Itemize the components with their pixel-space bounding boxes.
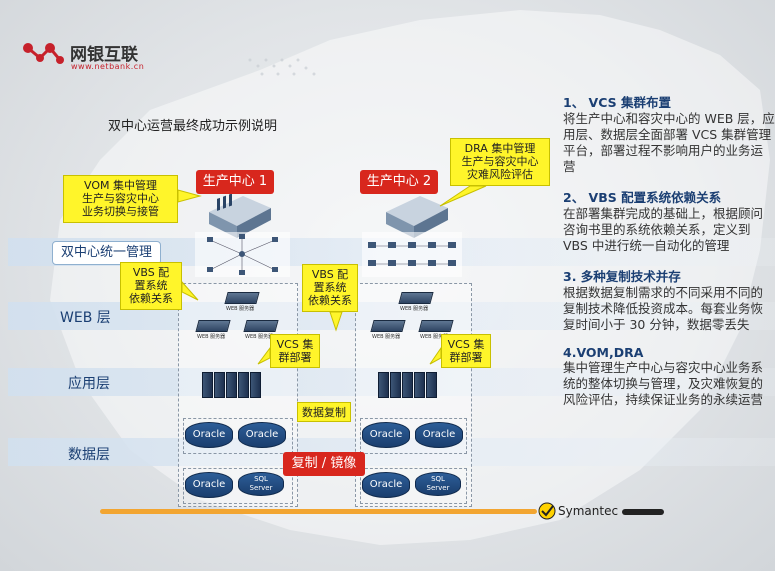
building-2-icon	[386, 196, 448, 238]
app-server-rack-icon	[390, 372, 401, 398]
callout-vom: VOM 集中管理 生产与容灾中心 业务切换与接管	[63, 175, 178, 223]
app-server-rack-icon	[238, 372, 249, 398]
app-server-rack-icon	[226, 372, 237, 398]
sql-server-db-icon: SQL Server	[415, 472, 461, 496]
callout-vbs-2: VBS 配 置系统 依赖关系	[302, 264, 358, 312]
sql-server-db-icon: SQL Server	[238, 472, 284, 496]
callout-data-replication: 数据复制	[297, 402, 351, 422]
web-server-icon	[370, 320, 406, 332]
explanation-body: 集中管理生产中心与容灾中心业务系统的整体切换与管理，及灾难恢复的风险评估，持续保…	[563, 360, 764, 407]
explanation-panel: 1、 VCS 集群布置 将生产中心和容灾中心的 WEB 层，应用层、数据层全面部…	[563, 92, 775, 408]
web-server-label: WEB 服务器	[372, 334, 401, 340]
callout-vcs-1: VCS 集 群部署	[270, 334, 320, 368]
building-1-icon	[209, 193, 271, 238]
lane-label-mgmt: 双中心统一管理	[52, 241, 162, 265]
explanation-heading: 1、 VCS 集群布置	[563, 95, 671, 110]
logo-url: www.netbank.cn	[71, 62, 145, 71]
netbank-logo-icon	[23, 43, 64, 64]
center-1-label: 生产中心 1	[196, 170, 274, 194]
explanation-item-2: 2、 VBS 配置系统依赖关系 在部署集群完成的基础上，根据顾问咨询书里的系统依…	[563, 187, 775, 254]
web-server-label: WEB 服务器	[420, 334, 449, 340]
explanation-heading: 2、 VBS 配置系统依赖关系	[563, 190, 722, 205]
replication-label: 复制 / 镜像	[283, 452, 365, 476]
web-server-label: WEB 服务器	[245, 334, 274, 340]
explanation-item-3: 3. 多种复制技术并存 根据数据复制需求的不同采用不同的复制技术降低投资成本。每…	[563, 266, 775, 333]
web-server-icon	[224, 292, 260, 304]
explanation-body: 根据数据复制需求的不同采用不同的复制技术降低投资成本。每套业务恢复时间小于 30…	[563, 285, 764, 332]
explanation-body: 在部署集群完成的基础上，根据顾问咨询书里的系统依赖关系，定义到 VBS 中进行统…	[563, 206, 764, 253]
vendor-name: Symantec	[558, 504, 619, 518]
lane-label-app: 应用层	[68, 376, 110, 392]
sql-server-line1: SQL	[254, 475, 268, 483]
oracle-db-icon: Oracle	[362, 472, 410, 498]
timeline-bar	[100, 509, 537, 514]
oracle-db-icon: Oracle	[185, 422, 233, 448]
callout-dra: DRA 集中管理 生产与容灾中心 灾难风险评估	[450, 138, 550, 186]
sql-server-line2: Server	[249, 484, 273, 492]
callout-vcs-2: VCS 集 群部署	[441, 334, 491, 368]
explanation-item-1: 1、 VCS 集群布置 将生产中心和容灾中心的 WEB 层，应用层、数据层全面部…	[563, 92, 775, 175]
explanation-heading: 4.VOM,DRA	[563, 345, 644, 360]
web-server-icon	[398, 292, 434, 304]
app-server-rack-icon	[214, 372, 225, 398]
explanation-item-4: 4.VOM,DRA 集中管理生产中心与容灾中心业务系统的整体切换与管理，及灾难恢…	[563, 345, 775, 408]
oracle-db-icon: Oracle	[415, 422, 463, 448]
web-server-label: WEB 服务器	[197, 334, 226, 340]
app-server-rack-icon	[414, 372, 425, 398]
explanation-body: 将生产中心和容灾中心的 WEB 层，应用层、数据层全面部署 VCS 集群管理平台…	[563, 111, 775, 174]
center-2-label: 生产中心 2	[360, 170, 438, 194]
app-server-rack-icon	[426, 372, 437, 398]
app-server-rack-icon	[402, 372, 413, 398]
symantec-logo-icon	[538, 502, 556, 520]
data-cluster-2-box	[360, 418, 467, 454]
network-topology-1-icon	[195, 232, 290, 277]
lane-label-web: WEB 层	[60, 310, 111, 326]
network-topology-2-icon	[362, 232, 462, 277]
app-server-rack-icon	[250, 372, 261, 398]
web-server-label: WEB 服务器	[226, 306, 255, 312]
callout-vbs-1: VBS 配 置系统 依赖关系	[120, 262, 182, 310]
data-cluster-4-box	[360, 468, 467, 504]
explanation-heading: 3. 多种复制技术并存	[563, 269, 681, 284]
web-server-label: WEB 服务器	[400, 306, 429, 312]
vendor-bar	[622, 509, 664, 515]
app-server-rack-icon	[378, 372, 389, 398]
oracle-db-icon: Oracle	[238, 422, 286, 448]
web-server-icon	[418, 320, 454, 332]
sql-server-line1: SQL	[431, 475, 445, 483]
oracle-db-icon: Oracle	[362, 422, 410, 448]
lane-label-data: 数据层	[68, 447, 110, 463]
page-title: 双中心运营最终成功示例说明	[108, 119, 278, 134]
web-server-icon	[195, 320, 231, 332]
web-server-icon	[243, 320, 279, 332]
app-server-rack-icon	[202, 372, 213, 398]
sql-server-line2: Server	[426, 484, 450, 492]
data-cluster-1-box	[183, 418, 293, 454]
data-cluster-3-box	[183, 468, 293, 504]
oracle-db-icon: Oracle	[185, 472, 233, 498]
logo-name: 网银互联	[70, 45, 138, 65]
